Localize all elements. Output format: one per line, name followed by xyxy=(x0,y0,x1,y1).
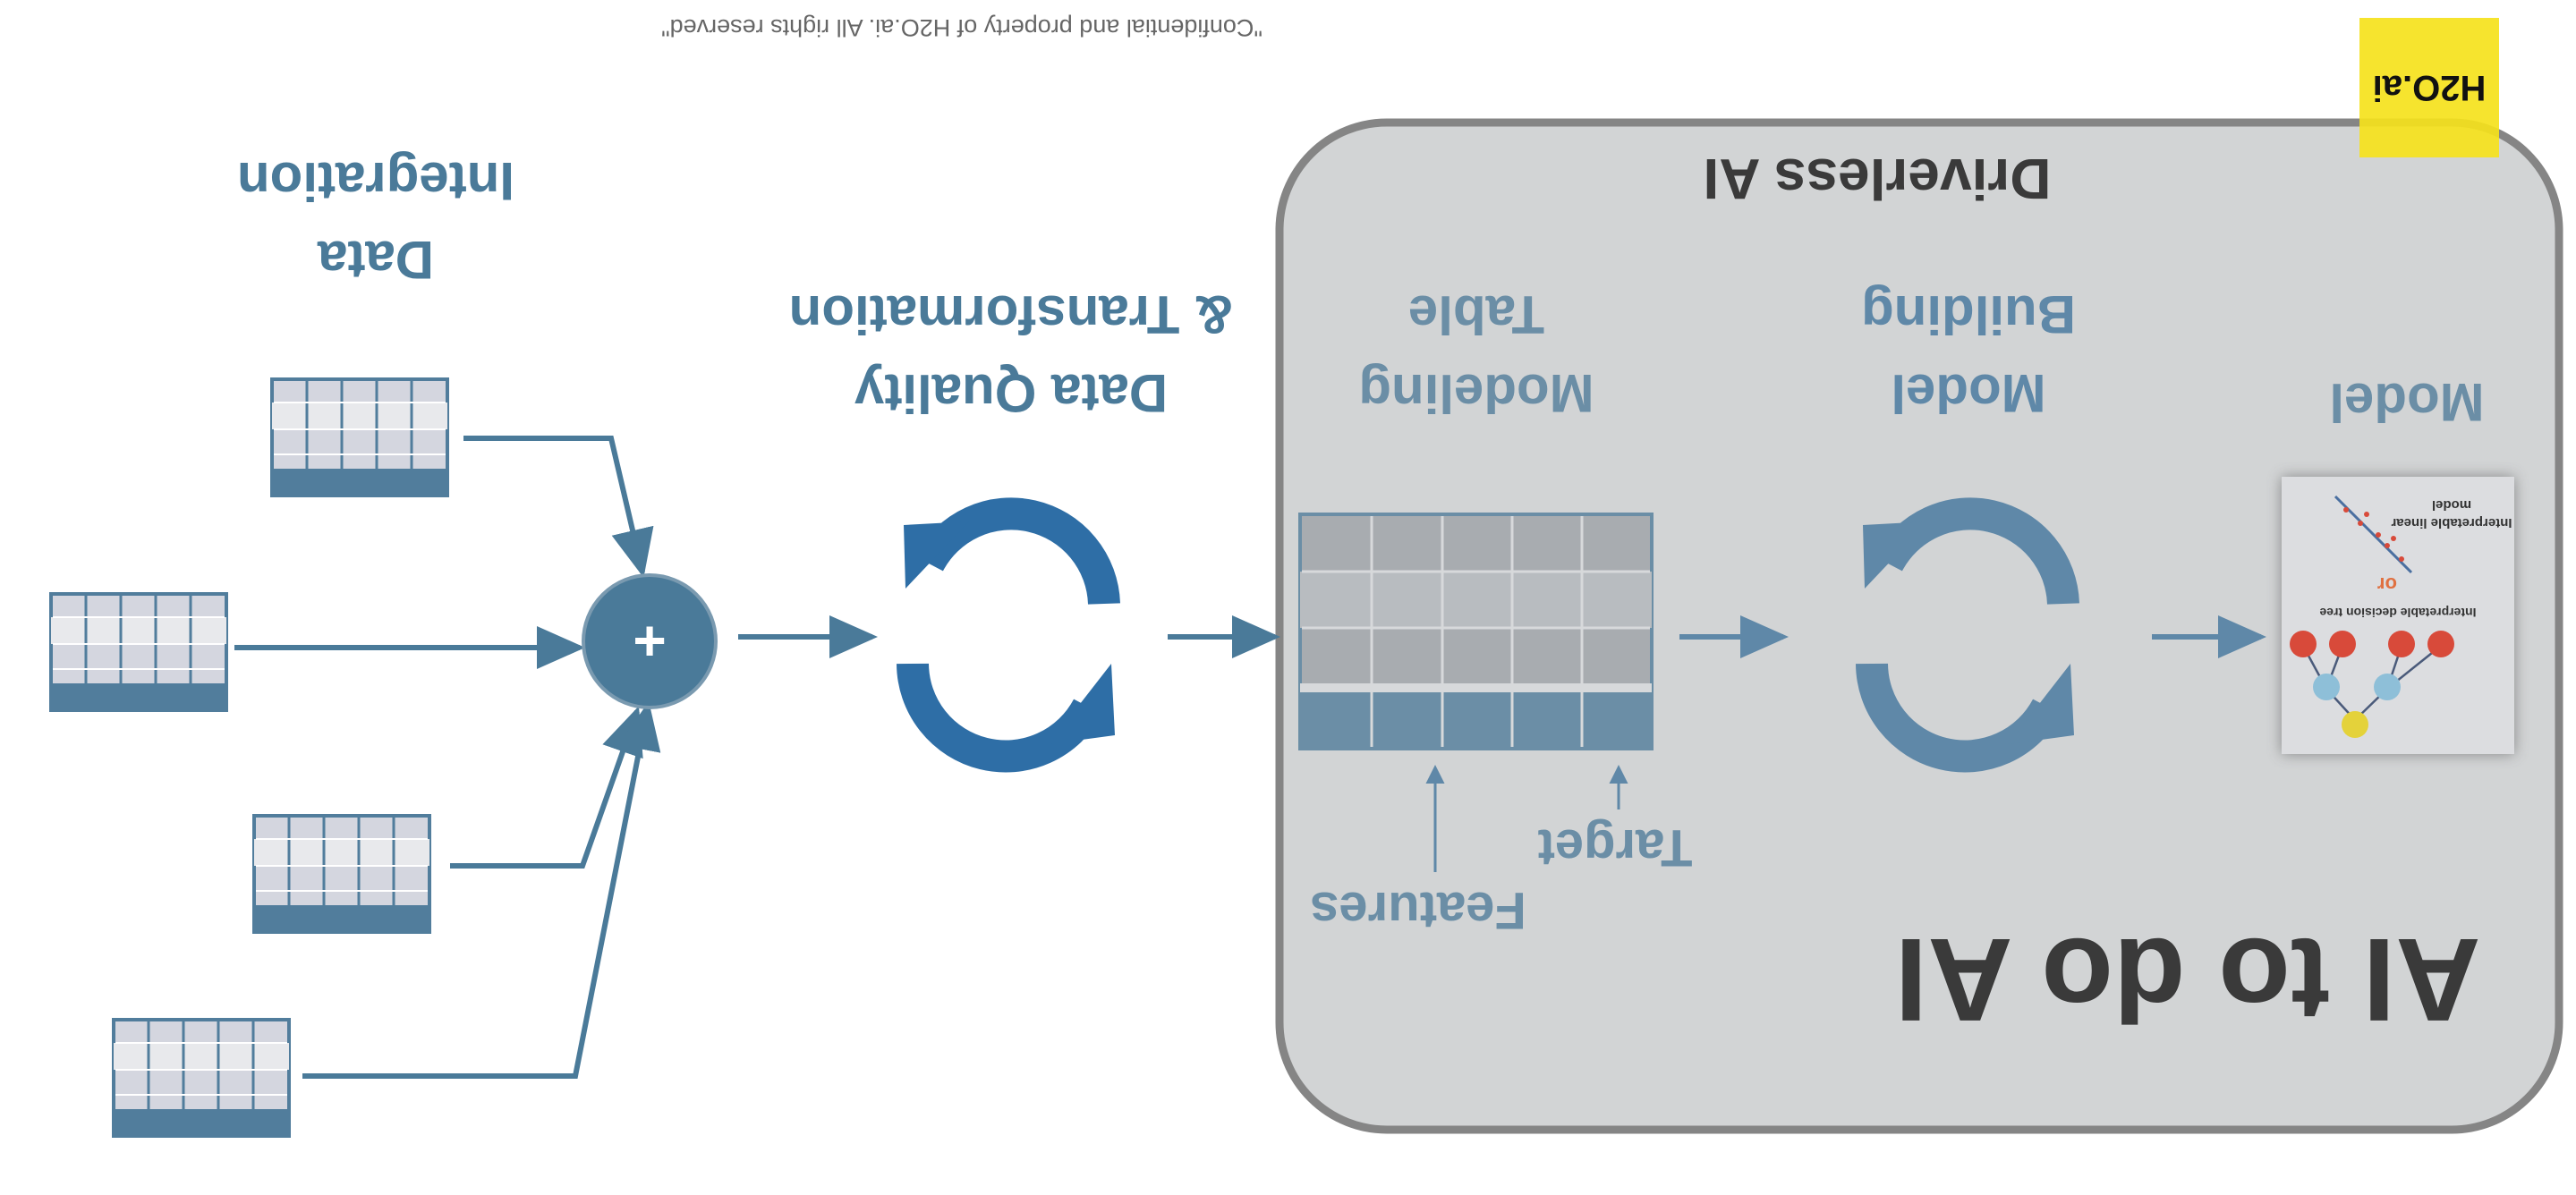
confidential-notice: "Confidential and property of H2O.ai. Al… xyxy=(661,14,1262,41)
source-table-1 xyxy=(270,377,449,497)
source-connectors xyxy=(234,436,661,1079)
or-label: or xyxy=(2377,573,2397,596)
modeling-table-title-line2: Table xyxy=(1408,284,1544,344)
decision-tree-label: Interpretable decision tree xyxy=(2319,606,2476,620)
modeling-table-title-line1: Modeling xyxy=(1358,363,1594,423)
logo-text: H2O.ai xyxy=(2373,68,2487,107)
data-quality-title-line2: & Transformation xyxy=(789,284,1234,344)
modeling-table xyxy=(1298,513,1654,750)
data-quality-sync-arrowheads xyxy=(904,521,1115,744)
model-building-sync-arrowheads xyxy=(1863,521,2074,744)
data-integration-title-line1: Data xyxy=(317,230,434,290)
data-quality-title-line1: Data Quality xyxy=(854,363,1168,423)
source-table-2 xyxy=(49,592,228,712)
linear-model-label-line2: model xyxy=(2432,497,2471,513)
model-building-title-line2: Building xyxy=(1861,284,2076,344)
target-label: Target xyxy=(1538,818,1693,877)
h2o-logo: H2O.ai xyxy=(2359,18,2499,157)
merge-node: + xyxy=(582,573,718,709)
driverless-title: Driverless AI xyxy=(1704,147,2052,211)
linear-model-label-line1: Interpretable linear xyxy=(2391,515,2512,530)
data-integration-title-line2: Integration xyxy=(237,151,514,211)
source-table-4 xyxy=(112,1018,291,1138)
decision-tree-plot xyxy=(2290,631,2454,738)
model-thumbnail: Interpretable linear model or Interpreta… xyxy=(2282,477,2514,754)
source-table-3 xyxy=(252,814,431,934)
linear-model-plot xyxy=(2334,495,2413,574)
features-label: Features xyxy=(1310,881,1526,939)
merge-plus-symbol: + xyxy=(633,608,666,673)
model-title: Model xyxy=(2329,372,2484,432)
model-building-title-line1: Model xyxy=(1891,363,2045,423)
tagline: AI to do AI xyxy=(1895,914,2481,1046)
